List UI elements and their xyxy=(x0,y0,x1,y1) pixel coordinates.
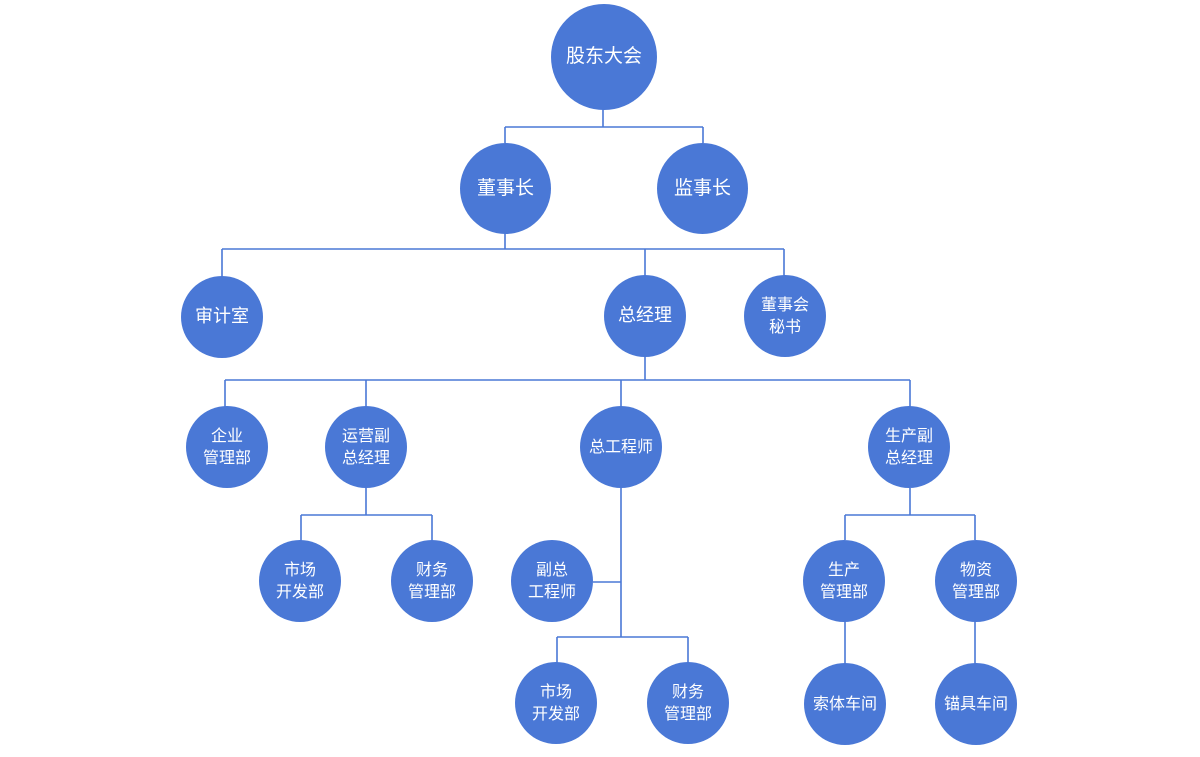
connector-shareholders-level xyxy=(504,108,704,143)
connector-chairman-level xyxy=(221,233,785,277)
node-chairman: 董事长 xyxy=(460,143,551,234)
node-label: 审计室 xyxy=(195,305,249,327)
node-label-line-1: 市场 xyxy=(539,682,572,702)
node-label-line-1: 董事会 xyxy=(760,295,809,315)
node-anchor-workshop: 锚具车间 xyxy=(935,663,1017,745)
node-label-line-1: 物资 xyxy=(959,560,992,580)
node-audit-office: 审计室 xyxy=(181,276,263,358)
node-deputy-chief-engineer: 副总 工程师 xyxy=(511,540,593,622)
node-label: 监事长 xyxy=(673,176,731,199)
node-market-development-2: 市场 开发部 xyxy=(515,662,597,744)
node-production-management: 生产 管理部 xyxy=(803,540,885,622)
node-chief-engineer: 总工程师 xyxy=(580,406,662,488)
node-label-line-2: 秘书 xyxy=(768,317,801,336)
node-label: 董事长 xyxy=(476,176,534,199)
node-supervisor: 监事长 xyxy=(657,143,748,234)
node-label-line-1: 财务 xyxy=(671,682,704,702)
node-label-line-2: 管理部 xyxy=(407,582,456,601)
node-label-line-2: 管理部 xyxy=(819,582,868,601)
connector-prod-vgm-level xyxy=(844,488,976,540)
node-label-line-2: 总经理 xyxy=(884,448,933,467)
node-label: 股东大会 xyxy=(565,45,642,68)
node-label-line-1: 财务 xyxy=(415,560,448,580)
node-finance-management-2: 财务 管理部 xyxy=(647,662,729,744)
node-label-line-2: 开发部 xyxy=(531,704,580,723)
node-label: 总经理 xyxy=(618,304,672,326)
node-label-line-2: 工程师 xyxy=(527,582,576,601)
node-label-line-1: 运营副 xyxy=(341,426,390,446)
node-label-line-2: 管理部 xyxy=(951,582,1000,601)
node-label-line-2: 总经理 xyxy=(341,448,390,467)
node-enterprise-management: 企业 管理部 xyxy=(186,406,268,488)
node-label-line-1: 市场 xyxy=(283,560,316,580)
node-market-development-1: 市场 开发部 xyxy=(259,540,341,622)
node-label-line-2: 管理部 xyxy=(202,448,251,467)
node-label-line-1: 企业 xyxy=(210,426,243,446)
node-operations-vice-gm: 运营副 总经理 xyxy=(325,406,407,488)
connector-gm-level xyxy=(224,356,911,407)
node-label: 锚具车间 xyxy=(943,694,1008,714)
node-label: 总工程师 xyxy=(588,437,653,457)
node-general-manager: 总经理 xyxy=(604,275,686,357)
node-cable-workshop: 索体车间 xyxy=(804,663,886,745)
node-materials-management: 物资 管理部 xyxy=(935,540,1017,622)
node-label-line-2: 开发部 xyxy=(275,582,324,601)
node-production-vice-gm: 生产副 总经理 xyxy=(868,406,950,488)
node-shareholders-meeting: 股东大会 xyxy=(551,4,657,110)
node-label: 索体车间 xyxy=(812,694,877,714)
node-label-line-1: 副总 xyxy=(535,560,568,580)
node-label-line-2: 管理部 xyxy=(663,704,712,723)
node-board-secretary: 董事会 秘书 xyxy=(744,275,826,357)
node-finance-management-1: 财务 管理部 xyxy=(391,540,473,622)
node-label-line-1: 生产 xyxy=(827,560,860,580)
connector-ops-vgm-level xyxy=(300,488,433,541)
node-label-line-1: 生产副 xyxy=(884,426,933,446)
connector-chief-engineer-level xyxy=(556,488,689,663)
